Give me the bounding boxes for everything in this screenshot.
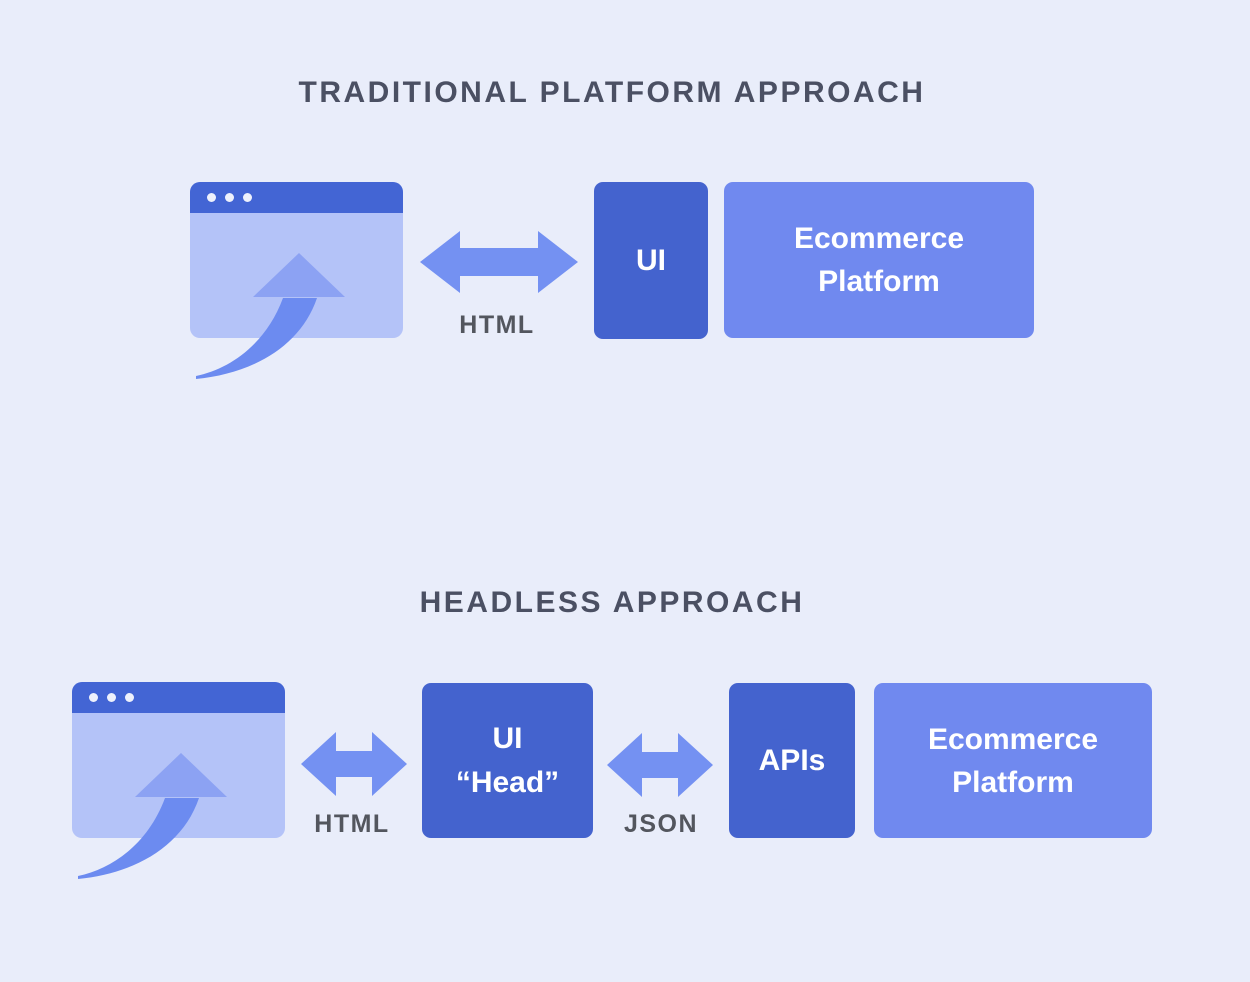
upward-curved-arrow-icon	[196, 253, 345, 379]
window-dot-icon	[243, 193, 252, 202]
ecommerce-platform-node: Ecommerce Platform	[874, 683, 1152, 838]
apis-node-label: APIs	[758, 743, 826, 777]
window-dot-icon	[225, 193, 234, 202]
window-dot-icon	[89, 693, 98, 702]
bidirectional-arrow-icon	[420, 231, 578, 293]
ui-head-line2: “Head”	[455, 765, 560, 799]
ecommerce-platform-label: Ecommerce Platform	[793, 222, 965, 298]
ui-head-node-label: UI “Head”	[456, 717, 559, 805]
traditional-section-title: TRADITIONAL PLATFORM APPROACH	[298, 76, 926, 109]
bidirectional-arrow-icon	[607, 733, 713, 797]
ui-node-label: UI	[636, 243, 666, 277]
apis-node: APIs	[729, 683, 855, 838]
upward-curved-arrow-icon	[78, 753, 227, 879]
ui-node: UI	[594, 182, 708, 339]
browser-titlebar	[190, 182, 403, 213]
html-wire-label: HTML	[459, 311, 535, 339]
window-dot-icon	[207, 193, 216, 202]
headless-section-title: HEADLESS APPROACH	[419, 586, 805, 619]
bidirectional-arrow-icon	[301, 732, 407, 796]
window-dot-icon	[107, 693, 116, 702]
ecommerce-platform-node: Ecommerce Platform	[724, 182, 1034, 338]
ecommerce-platform-label: Ecommerce Platform	[927, 722, 1099, 799]
browser-titlebar	[72, 682, 285, 713]
html-wire-label: HTML	[314, 810, 390, 838]
window-dot-icon	[125, 693, 134, 702]
json-wire-label: JSON	[623, 810, 699, 838]
ui-head-line1: UI	[492, 721, 523, 755]
ui-head-node: UI “Head”	[422, 683, 593, 838]
